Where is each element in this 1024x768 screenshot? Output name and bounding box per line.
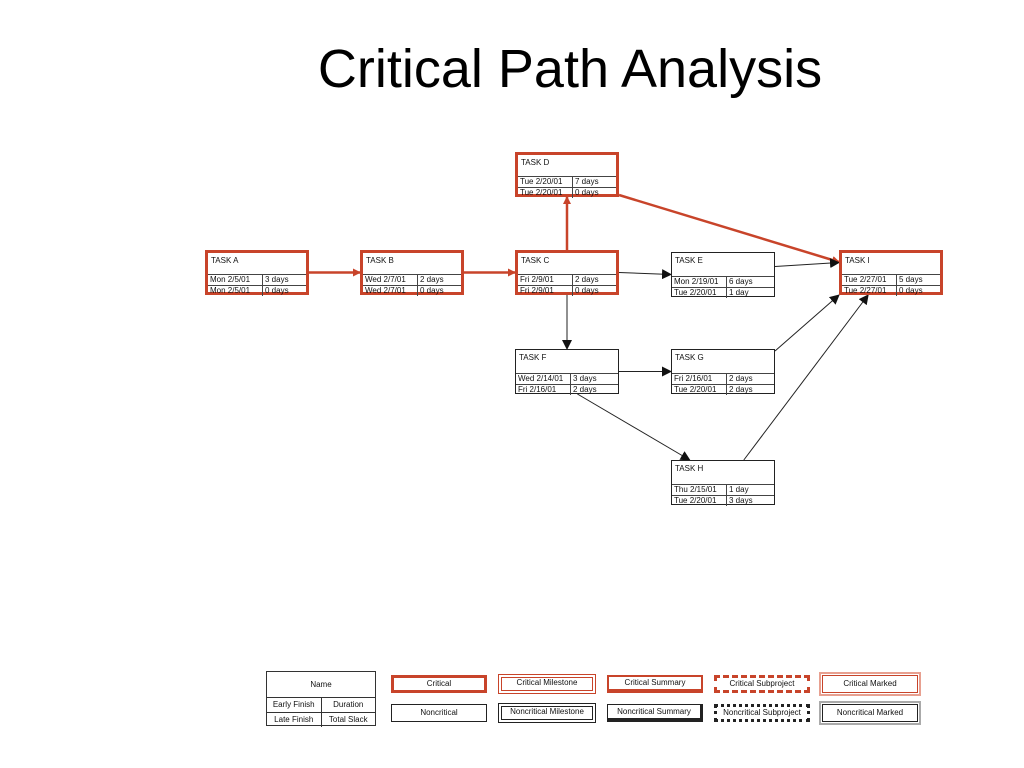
legend-critical-summary: Critical Summary	[607, 675, 703, 693]
early-finish: Fri 2/9/01	[518, 275, 573, 285]
early-finish: Thu 2/15/01	[672, 485, 727, 495]
duration: 3 days	[573, 374, 597, 383]
late-finish: Tue 2/27/01	[842, 286, 897, 296]
late-finish: Wed 2/7/01	[363, 286, 418, 296]
duration: 3 days	[265, 275, 289, 284]
total-slack: 3 days	[729, 496, 753, 505]
total-slack: 2 days	[573, 385, 597, 394]
legend-key-early-finish: Early Finish	[267, 698, 322, 712]
legend-noncritical-milestone: Noncritical Milestone	[498, 703, 596, 723]
legend-key-late-finish: Late Finish	[267, 713, 322, 727]
early-finish: Mon 2/5/01	[208, 275, 263, 285]
legend-critical-marked: Critical Marked	[819, 672, 921, 696]
late-finish: Fri 2/16/01	[516, 385, 571, 395]
duration: 2 days	[729, 374, 753, 383]
early-finish: Fri 2/16/01	[672, 374, 727, 384]
legend-key: Name Early Finish Duration Late Finish Tot…	[266, 671, 376, 727]
legend-noncritical: Noncritical	[391, 704, 487, 722]
duration: 1 day	[729, 485, 749, 494]
total-slack: 0 days	[575, 188, 599, 197]
legend-key-duration: Duration	[333, 700, 364, 709]
task-name: TASK F	[516, 350, 618, 374]
task-name: TASK A	[208, 253, 306, 275]
task-name: TASK B	[363, 253, 461, 275]
legend-key-name: Name	[267, 672, 375, 698]
task-name: TASK H	[672, 461, 774, 485]
legend-noncritical-marked: Noncritical Marked	[819, 701, 921, 725]
total-slack: 1 day	[729, 288, 749, 297]
task-name: TASK I	[842, 253, 940, 275]
task-name: TASK E	[672, 253, 774, 277]
dependency-arrow-f-h	[577, 393, 691, 461]
early-finish: Mon 2/19/01	[672, 277, 727, 287]
late-finish: Tue 2/20/01	[518, 188, 573, 198]
early-finish: Wed 2/14/01	[516, 374, 571, 384]
total-slack: 0 days	[899, 286, 923, 295]
early-finish: Tue 2/27/01	[842, 275, 897, 285]
late-finish: Tue 2/20/01	[672, 496, 727, 506]
duration: 6 days	[729, 277, 753, 286]
task-name: TASK D	[518, 155, 616, 177]
legend-key-total-slack: Total Slack	[328, 715, 368, 724]
dependency-arrow-h-i	[743, 294, 869, 461]
legend-noncritical-summary: Noncritical Summary	[607, 704, 703, 722]
page-title: Critical Path Analysis	[317, 39, 823, 99]
total-slack: 0 days	[575, 286, 599, 295]
late-finish: Fri 2/9/01	[518, 286, 573, 296]
dependency-arrow-d-i	[618, 193, 840, 264]
late-finish: Mon 2/5/01	[208, 286, 263, 296]
task-name: TASK G	[672, 350, 774, 374]
duration: 2 days	[420, 275, 444, 284]
duration: 5 days	[899, 275, 923, 284]
total-slack: 0 days	[265, 286, 289, 295]
total-slack: 0 days	[420, 286, 444, 295]
late-finish: Tue 2/20/01	[672, 385, 727, 395]
legend-critical-subproject: Critical Subproject	[714, 675, 810, 693]
legend-noncritical-subproject: Noncritical Subproject	[714, 704, 810, 722]
dependency-arrow-e-i	[774, 258, 840, 269]
legend-critical: Critical	[391, 675, 487, 693]
total-slack: 2 days	[729, 385, 753, 394]
late-finish: Tue 2/20/01	[672, 288, 727, 298]
duration: 7 days	[575, 177, 599, 186]
early-finish: Tue 2/20/01	[518, 177, 573, 187]
task-name: TASK C	[518, 253, 616, 275]
early-finish: Wed 2/7/01	[363, 275, 418, 285]
legend-critical-milestone: Critical Milestone	[498, 674, 596, 694]
legend: Name Early Finish Duration Late Finish Tot…	[266, 671, 926, 731]
dependency-arrow-c-e	[618, 269, 672, 280]
duration: 2 days	[575, 275, 599, 284]
dependency-arrow-g-i	[774, 294, 840, 352]
